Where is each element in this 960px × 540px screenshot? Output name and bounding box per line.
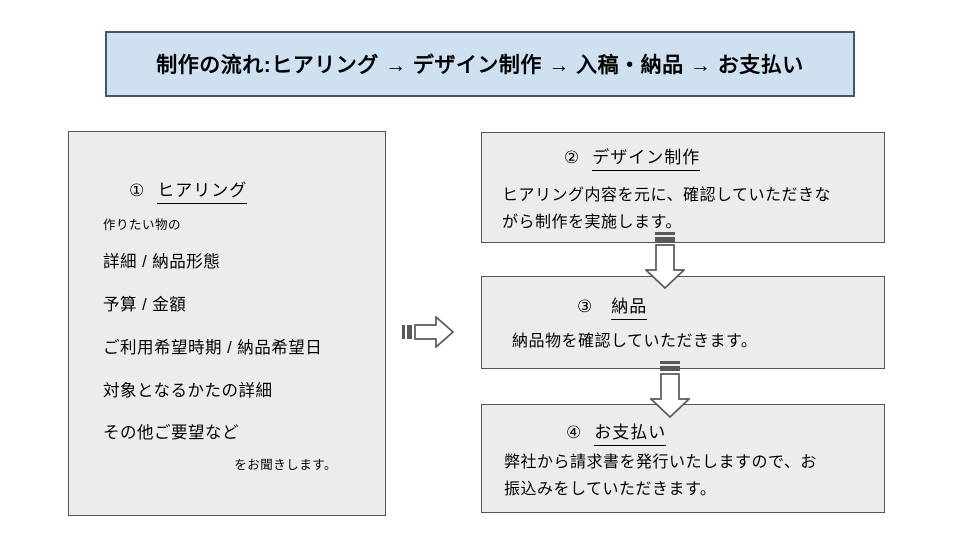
step-number: ③ [577,297,594,316]
step-title: 納品 [611,297,648,320]
striped-arrow-down-icon [650,361,690,418]
step-number: ④ [566,423,583,442]
hearing-item: 詳細 / 納品形態 [103,253,221,271]
step-box-delivery: ③ 納品 納品物を確認していただきます。 [481,276,885,369]
hearing-item: ご利用希望時期 / 納品希望日 [103,339,323,357]
step-box-payment: ④ お支払い 弊社から請求書を発行いたしますので、お 振込みをしていただきます。 [481,404,885,513]
delivery-body: 納品物を確認していただきます。 [512,333,758,350]
design-body: ヒアリング内容を元に、確認していただきな がら制作を実施します。 [502,187,832,231]
design-heading: ② デザイン制作 [564,143,701,171]
payment-heading: ④ お支払い [566,418,667,446]
payment-body: 弊社から請求書を発行いたしますので、お 振込みをしていただきます。 [504,454,817,498]
step-number: ① [129,181,146,200]
step-title: ヒアリング [157,181,248,204]
hearing-heading: ① ヒアリング [129,176,248,204]
striped-arrow-down-icon [645,232,685,289]
step-title: お支払い [594,423,667,446]
hearing-outro: をお聞きします。 [234,458,337,472]
hearing-item: その他ご要望など [103,424,239,442]
step-title: デザイン制作 [592,148,701,171]
step-number: ② [564,148,581,167]
step-box-design: ② デザイン制作 ヒアリング内容を元に、確認していただきな がら制作を実施します。 [481,132,885,243]
hearing-intro: 作りたい物の [103,218,182,232]
title-banner: 制作の流れ:ヒアリング → デザイン制作 → 入稿・納品 → お支払い [105,31,855,97]
delivery-heading: ③ 納品 [577,292,648,320]
step-box-hearing: ① ヒアリング 作りたい物の 詳細 / 納品形態 予算 / 金額 ご利用希望時期 … [68,131,386,516]
hearing-item: 対象となるかたの詳細 [103,382,273,400]
page-title: 制作の流れ:ヒアリング → デザイン制作 → 入稿・納品 → お支払い [156,54,804,77]
striped-arrow-right-icon [402,316,454,348]
hearing-item: 予算 / 金額 [103,296,187,314]
